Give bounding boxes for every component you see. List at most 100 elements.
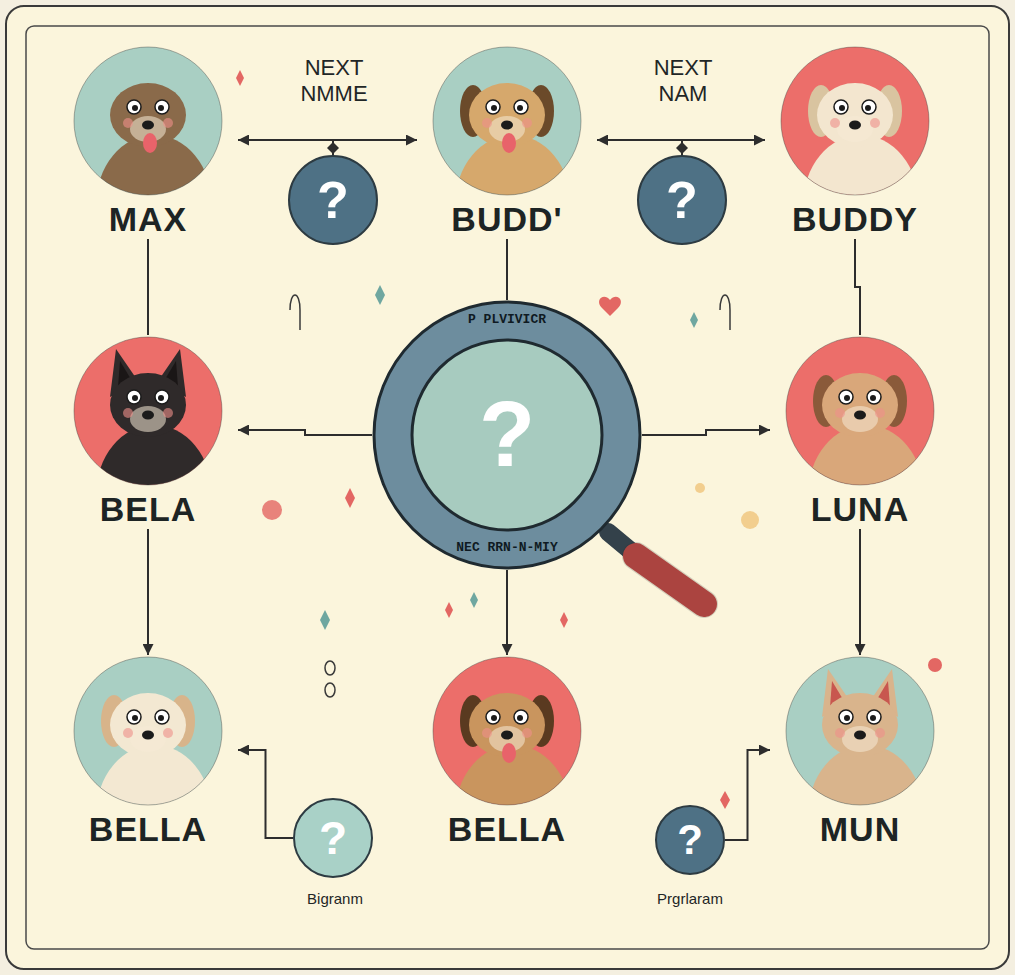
dog-cheek [482,118,492,128]
connector [238,430,372,435]
card-background [6,6,1009,969]
dog-eye [486,710,500,724]
blob [262,500,282,520]
dog-portrait [58,45,238,197]
dog-head [817,83,893,147]
connector [238,139,417,141]
connector [238,750,293,838]
question-mark: ? [317,174,349,226]
dog-portrait [770,335,950,487]
annotation-label: NEXT NMME [278,55,390,107]
hook-doodle [290,295,300,330]
name-card: BELA [58,335,238,529]
dog-cheek [482,728,492,738]
portrait-outline [433,47,581,195]
dog-muzzle [842,726,878,752]
heart [599,297,621,316]
dog-portrait [765,45,945,197]
dog-pupil [491,715,497,721]
question-circle: ? [655,805,725,875]
sparkle [560,612,568,628]
ring-doodle [325,661,335,675]
name-card: BUDD' [417,45,597,239]
dog-eye [514,100,528,114]
dog-figure [96,349,212,487]
question-mark: ? [372,388,642,480]
dog-eye [867,390,881,404]
connector [506,239,508,300]
connector [147,239,149,335]
diamond-mark [676,142,688,154]
dog-cheek [163,408,173,418]
dog-portrait [58,335,238,487]
dog-nose [142,411,154,420]
connector [597,139,765,141]
dog-name: BELA [58,485,238,529]
dot [928,658,942,672]
portrait-outline [786,337,934,485]
annotation-label: Bigranm [280,890,390,908]
dog-eye [127,100,141,114]
dog-nose [142,731,154,740]
dog-pupil [517,105,523,111]
annotation-label: Prgrlaram [630,890,750,908]
dog-pupil [870,715,876,721]
dog-head [110,373,186,437]
dog-name: BUDDY [765,195,945,239]
connector [725,750,770,840]
dot [741,511,759,529]
dog-name: BUDD' [417,195,597,239]
dog-cheek [123,408,133,418]
dog-pupil [839,105,845,111]
sparkle [236,70,244,86]
dog-eye [839,390,853,404]
connector [855,239,860,335]
connector [642,430,770,435]
handle-shadow [636,556,704,604]
question-circle: ? [637,155,727,245]
name-card: LUNA [770,335,950,529]
magnifier-handle [608,532,704,604]
connector [859,529,861,655]
dog-figure [808,373,924,487]
dog-eye [867,710,881,724]
dog-cheek [875,728,885,738]
dog-portrait [417,45,597,197]
dog-head [822,693,898,757]
doodles [290,295,730,697]
name-card: MUN [770,655,950,849]
dog-figure [808,669,924,807]
dog-muzzle [130,726,166,752]
question-circle: ? [288,155,378,245]
dog-muzzle [837,116,873,142]
dog-cheek [522,728,532,738]
dog-pupil [158,715,164,721]
question-circle: ? [293,798,373,878]
dog-pupil [870,395,876,401]
dog-portrait [770,655,950,807]
portrait-outline [433,657,581,805]
dog-tongue [502,133,516,153]
name-card: MAX [58,45,238,239]
dog-eye [839,710,853,724]
dog-eye [127,390,141,404]
portrait-outline [781,47,929,195]
portrait-outline [74,657,222,805]
sparkle [445,602,453,618]
dog-figure [96,693,212,807]
magnifier-lens-node: ?P PLVIVICRNEC RRN-N-MIY [372,300,642,570]
dog-eye [514,710,528,724]
sparkles [236,70,942,809]
dog-eye [127,710,141,724]
dog-figure [96,83,212,197]
dog-cheek [123,118,133,128]
dog-cheek [870,118,880,128]
sparkle [720,791,730,809]
dot [695,483,705,493]
dog-pupil [865,105,871,111]
dog-nose [849,121,861,130]
dog-eye [155,100,169,114]
dog-name: MUN [770,805,950,849]
dog-head [822,373,898,437]
dog-pupil [844,395,850,401]
